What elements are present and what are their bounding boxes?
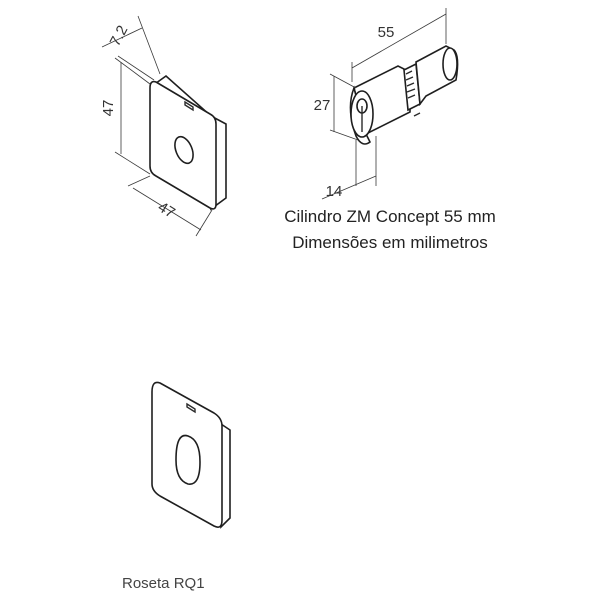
product-label: Roseta RQ1 — [122, 575, 205, 592]
dim-height-ext-1 — [114, 57, 151, 85]
dim-depth-label: 7.2 — [107, 23, 132, 49]
cylinder-cam-teeth — [405, 70, 416, 99]
product-notch — [186, 402, 196, 414]
rosette-technical-drawing: 7.2 47 47 — [100, 15, 227, 237]
cylinder-right-face — [442, 47, 458, 81]
rosette-notch — [184, 100, 194, 112]
product-oval-keyhole — [175, 434, 201, 485]
dim-depth-ext-2 — [137, 15, 161, 75]
cylinder-caption-subtitle: Dimensões em milimetros — [292, 233, 488, 252]
dim-height-label: 47 — [100, 100, 117, 117]
rosette-keyhole — [174, 135, 194, 165]
dim-length-label: 55 — [378, 24, 395, 41]
dim-width-label: 47 — [155, 199, 178, 222]
dim-offset-label: 14 — [326, 183, 343, 200]
dim-width-ext-2 — [195, 209, 213, 237]
dim-width-line — [132, 187, 202, 231]
dim-depth-line — [101, 27, 143, 48]
dim-cyl-height-ext-2 — [329, 129, 359, 141]
dim-height-ext-2 — [114, 151, 151, 175]
dim-width-ext-1 — [127, 175, 151, 187]
rosette-product-view — [151, 381, 231, 529]
cylinder-technical-drawing: 55 27 14 — [314, 8, 459, 200]
cylinder-screw-hole — [413, 112, 421, 117]
cylinder-caption-title: Cilindro ZM Concept 55 mm — [284, 207, 496, 226]
dim-length-line — [351, 13, 447, 69]
dim-cyl-height-label: 27 — [314, 97, 331, 114]
dim-depth-ext-1 — [117, 55, 155, 81]
dim-offset-line — [321, 175, 377, 200]
